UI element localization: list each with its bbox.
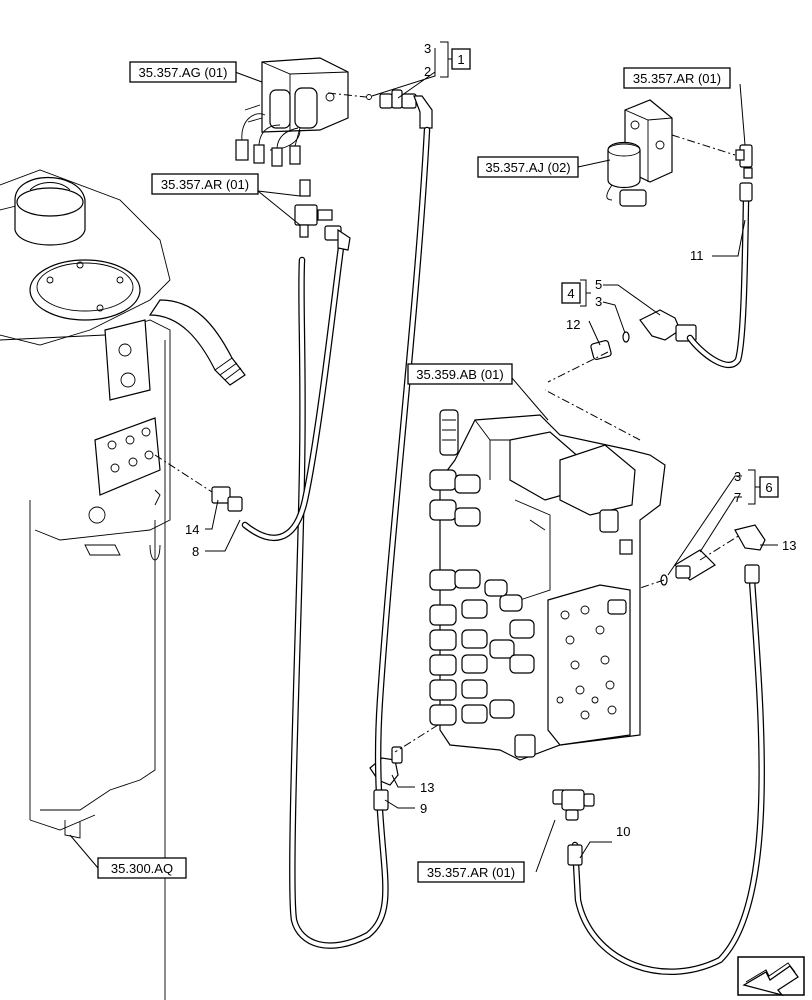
- fitting-2: [366, 89, 433, 129]
- main-control-valve: [429, 409, 666, 761]
- svg-text:35.357.AR (01): 35.357.AR (01): [633, 71, 721, 86]
- fitting-14: [211, 486, 243, 512]
- ref-35-357-ar-01-right[interactable]: 35.357.AR (01): [623, 67, 731, 89]
- svg-text:35.357.AG (01): 35.357.AG (01): [139, 65, 228, 80]
- callout-2-top: 2: [424, 64, 431, 79]
- fitting-7: [674, 549, 716, 581]
- callout-10: 10: [616, 824, 630, 839]
- callout-14: 14: [185, 522, 199, 537]
- callout-labels: 3 2 11 5 3 12 3 7 13 14 8 13 9 10: [185, 41, 796, 839]
- svg-text:35.357.AR (01): 35.357.AR (01): [427, 865, 515, 880]
- hose-9: [373, 789, 389, 811]
- svg-text:35.300.AQ: 35.300.AQ: [111, 861, 173, 876]
- page-direction-arrow-icon[interactable]: [737, 956, 805, 997]
- hose-13-right: [571, 564, 765, 976]
- ref-35-357-ar-01-left[interactable]: 35.357.AR (01): [151, 173, 259, 195]
- callout-3-top: 3: [424, 41, 431, 56]
- ref-35-357-ar-01-bottom[interactable]: 35.357.AR (01): [417, 861, 525, 883]
- callout-3-mid: 3: [595, 294, 602, 309]
- pressure-valve-block: [606, 99, 673, 207]
- callout-11: 11: [690, 248, 704, 263]
- o-ring-3: [622, 331, 630, 343]
- tee-fitting-left: [294, 179, 333, 238]
- callout-7: 7: [734, 490, 741, 505]
- fitting-12: [590, 340, 612, 360]
- callout-3-right: 3: [734, 469, 741, 484]
- ref-35-357-ag-01[interactable]: 35.357.AG (01): [129, 61, 237, 83]
- callout-5: 5: [595, 277, 602, 292]
- svg-text:35.357.AR (01): 35.357.AR (01): [161, 177, 249, 192]
- svg-text:6: 6: [765, 480, 772, 495]
- tee-fitting-bottom: [552, 789, 595, 821]
- hose-11: [686, 182, 753, 369]
- ref-35-359-ab-01[interactable]: 35.359.AB (01): [407, 363, 513, 385]
- spool-caps: [429, 469, 535, 726]
- solenoid-valve-block: [235, 57, 349, 167]
- callout-13-bottom: 13: [420, 780, 434, 795]
- ref-35-357-aj-02[interactable]: 35.357.AJ (02): [477, 156, 579, 178]
- svg-text:35.357.AJ (02): 35.357.AJ (02): [485, 160, 570, 175]
- hose-8: [241, 225, 351, 541]
- svg-text:1: 1: [457, 52, 464, 67]
- tee-fitting-right: [735, 144, 753, 179]
- svg-text:35.359.AB (01): 35.359.AB (01): [416, 367, 503, 382]
- svg-text:4: 4: [567, 286, 574, 301]
- leader-lines: [69, 41, 778, 873]
- assembly-center-lines: [154, 92, 741, 753]
- ref-35-300-aq[interactable]: 35.300.AQ: [97, 857, 187, 879]
- callout-13-right: 13: [782, 538, 796, 553]
- kit-box-1: 1: [451, 48, 471, 70]
- elbow-fitting-13-bottom: [369, 746, 403, 786]
- callout-12: 12: [566, 317, 580, 332]
- kit-box-4: 4: [561, 282, 581, 304]
- callout-9: 9: [420, 801, 427, 816]
- kit-box-6: 6: [759, 476, 779, 498]
- hydraulic-tank-assembly: [0, 169, 246, 1000]
- hose-main-long: [289, 126, 431, 949]
- hose-10: [567, 844, 583, 866]
- elbow-fitting-13-right: [734, 524, 766, 551]
- callout-8: 8: [192, 544, 199, 559]
